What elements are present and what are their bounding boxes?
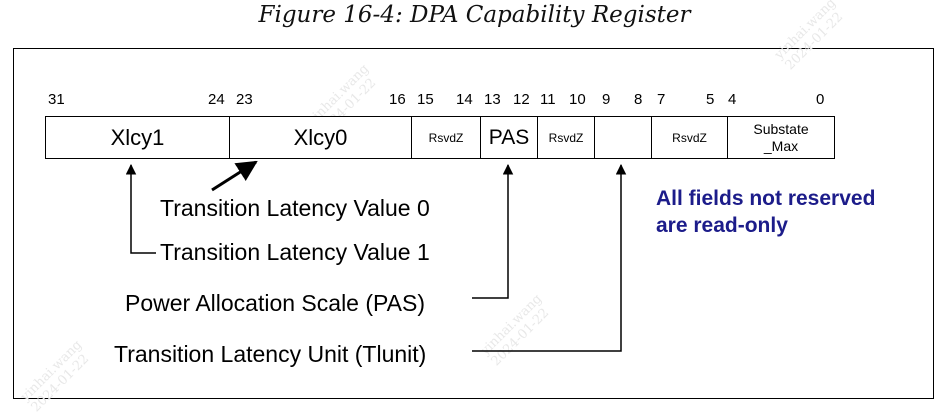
bit-number-8: 8 xyxy=(634,91,643,108)
read-only-note-line1: All fields not reserved xyxy=(656,187,876,210)
bit-number-5: 5 xyxy=(706,91,715,108)
bit-number-11: 11 xyxy=(540,91,556,108)
connector-lines xyxy=(125,160,627,352)
field-rsvdz-7-5: RsvdZ xyxy=(651,116,728,159)
diagram-frame xyxy=(13,48,934,399)
bit-number-13: 13 xyxy=(484,91,501,108)
arrow-tlunit xyxy=(472,163,627,352)
bit-number-0: 0 xyxy=(816,91,825,108)
label-transition-latency-value-0: Transition Latency Value 0 xyxy=(160,195,430,221)
bit-number-16: 16 xyxy=(389,91,406,108)
bit-number-15: 15 xyxy=(417,91,434,108)
figure-caption: Figure 16-4: DPA Capability Register xyxy=(258,2,691,28)
arrow-tlv0 xyxy=(211,160,258,192)
bit-number-24: 24 xyxy=(208,91,225,108)
field-xlcy0: Xlcy0 xyxy=(229,116,412,159)
field-rsvdz-15-14: RsvdZ xyxy=(411,116,481,159)
field-pas: PAS xyxy=(480,116,538,159)
field-xlcy1: Xlcy1 xyxy=(45,116,230,159)
read-only-note-line2: are read-only xyxy=(656,214,788,237)
label-transition-latency-value-1: Transition Latency Value 1 xyxy=(160,239,430,265)
field-tlunit xyxy=(594,116,652,159)
read-only-note: All fields not reserved are read-only xyxy=(656,185,875,239)
substate-max-line1: Substate xyxy=(753,120,809,137)
bit-number-31: 31 xyxy=(48,91,65,108)
field-rsvdz-11-10: RsvdZ xyxy=(537,116,595,159)
label-power-allocation-scale: Power Allocation Scale (PAS) xyxy=(125,290,425,316)
field-substate-max: Substate _Max xyxy=(727,116,835,159)
bit-number-7: 7 xyxy=(657,91,666,108)
substate-max-line2: _Max xyxy=(763,137,799,154)
arrow-tlv1 xyxy=(125,163,156,254)
bit-number-9: 9 xyxy=(602,91,611,108)
bit-number-12: 12 xyxy=(513,91,530,108)
bit-number-10: 10 xyxy=(569,91,586,108)
arrow-pas xyxy=(472,163,514,299)
label-transition-latency-unit: Transition Latency Unit (Tlunit) xyxy=(114,341,427,367)
bit-number-4: 4 xyxy=(728,91,737,108)
bit-number-23: 23 xyxy=(236,91,253,108)
bit-number-14: 14 xyxy=(456,91,473,108)
